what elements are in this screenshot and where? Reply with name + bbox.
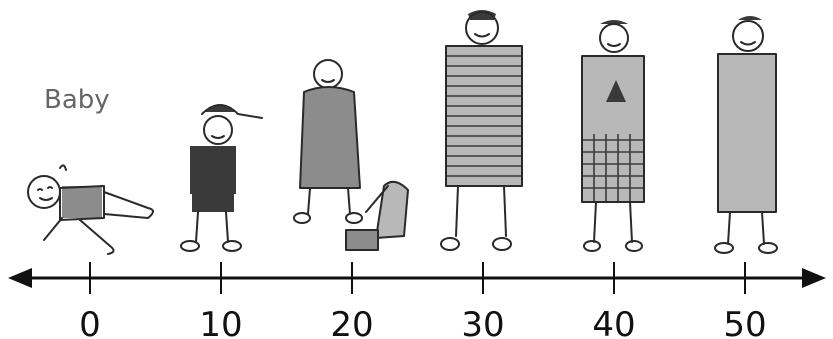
baby-figure: [28, 165, 153, 254]
baby-caption: Baby: [44, 85, 110, 115]
tick-label: 20: [330, 305, 373, 339]
timeline-ticks: 0 10 20 30 40 50: [79, 262, 766, 339]
left-arrow-icon: [8, 268, 32, 288]
adult-figure: [441, 10, 522, 250]
child-figure: [181, 105, 262, 251]
tick-label: 0: [79, 305, 101, 339]
tick-label: 50: [723, 305, 766, 339]
middle-age-figure: [582, 20, 644, 251]
tick-label: 10: [199, 305, 242, 339]
timeline-axis: [8, 268, 826, 288]
tick-label: 30: [461, 305, 504, 339]
right-arrow-icon: [802, 268, 826, 288]
tick-label: 40: [592, 305, 635, 339]
older-adult-figure: [715, 16, 777, 253]
young-adult-figure: [294, 60, 408, 250]
